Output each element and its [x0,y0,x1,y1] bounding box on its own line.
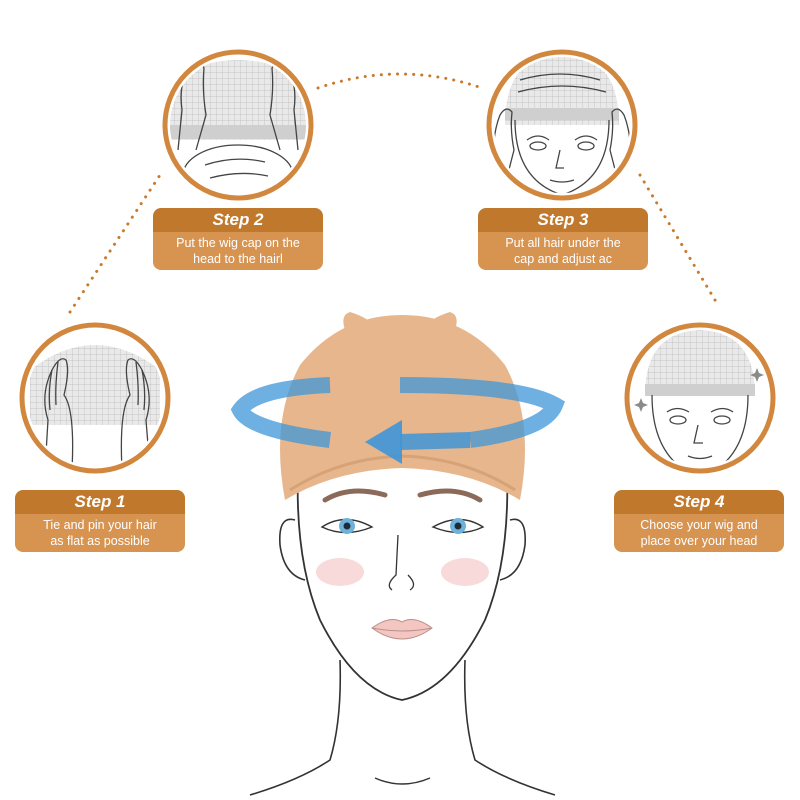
face-with-wig-cap-icon [651,394,749,466]
center-head-illustration [249,312,556,796]
step3-description: Put all hair under the cap and adjust ac [478,232,648,270]
step2-description: Put the wig cap on the head to the hairl [153,232,323,270]
hands-smoothing-hair-icon [44,358,151,466]
rotate-arrow-icon [230,377,566,464]
step2-illustration [162,49,314,201]
step3-title: Step 3 [478,208,648,232]
step4-title: Step 4 [614,490,784,514]
step1-line2: as flat as possible [50,534,150,548]
step1-illustration [19,322,171,474]
step4-description: Choose your wig and place over your head [614,514,784,552]
step2-card: Step 2 Put the wig cap on the head to th… [153,208,323,270]
step3-line1: Put all hair under the [505,236,621,250]
step2-line1: Put the wig cap on the [176,236,300,250]
step4-line1: Choose your wig and [640,518,758,532]
step3-illustration [486,49,638,201]
step3-card: Step 3 Put all hair under the cap and ad… [478,208,648,270]
step1-title: Step 1 [15,490,185,514]
face-adjusting-cap-icon [494,73,630,193]
sparkle-icon [634,368,764,412]
step4-illustration [624,322,776,474]
dotted-connector [68,72,720,314]
step3-line2: cap and adjust ac [514,252,612,266]
step1-line1: Tie and pin your hair [43,518,157,532]
step4-card: Step 4 Choose your wig and place over yo… [614,490,784,552]
step2-title: Step 2 [153,208,323,232]
step1-card: Step 1 Tie and pin your hair as flat as … [15,490,185,552]
step1-description: Tie and pin your hair as flat as possibl… [15,514,185,552]
step2-line2: head to the hairl [193,252,283,266]
step4-line2: place over your head [640,534,758,548]
